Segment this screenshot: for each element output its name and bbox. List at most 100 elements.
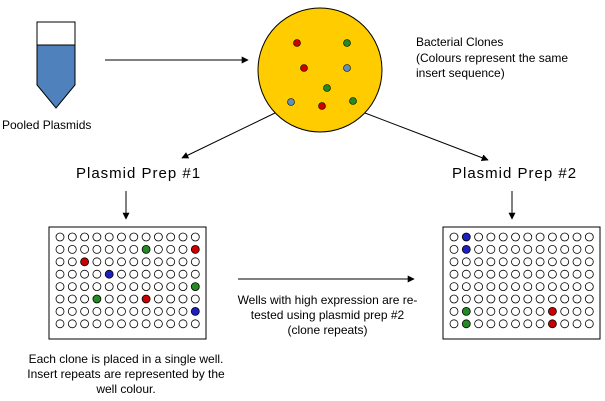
empty-well — [548, 232, 557, 242]
empty-well — [474, 257, 484, 267]
empty-well — [166, 282, 176, 292]
empty-well — [117, 319, 126, 329]
retest-line2: tested using plasmid prep #2 — [250, 308, 405, 322]
empty-well — [511, 294, 520, 304]
empty-well — [560, 319, 570, 329]
empty-well — [572, 269, 582, 279]
empty-well — [55, 294, 65, 304]
empty-well — [511, 319, 520, 329]
empty-well — [486, 282, 496, 292]
retest-line1: Wells with high expression are re- — [237, 293, 418, 307]
colony-dot — [349, 97, 357, 105]
empty-well — [560, 282, 570, 292]
empty-well — [67, 319, 77, 329]
colony-dot — [300, 64, 308, 72]
empty-well — [166, 257, 176, 267]
empty-well — [449, 282, 459, 292]
empty-well — [117, 282, 126, 292]
empty-well — [572, 244, 582, 254]
empty-well — [153, 257, 163, 267]
empty-well — [55, 282, 65, 292]
empty-well — [474, 244, 484, 254]
clones-title: Bacterial Clones — [416, 35, 504, 49]
empty-well — [178, 294, 188, 304]
empty-well — [560, 257, 570, 267]
arrow-dish-to-prep2 — [364, 112, 489, 162]
empty-well — [535, 282, 545, 292]
empty-well — [104, 319, 114, 329]
prep1-label: Plasmid Prep #1 — [76, 165, 202, 182]
empty-well — [535, 257, 545, 267]
empty-well — [153, 232, 163, 242]
empty-well — [104, 294, 114, 304]
empty-well — [548, 244, 557, 254]
empty-well — [535, 294, 545, 304]
empty-well — [129, 294, 139, 304]
filled-well — [92, 294, 102, 304]
empty-well — [511, 282, 520, 292]
note-line2: Insert repeats are represented by the — [27, 367, 225, 381]
filled-well — [141, 244, 151, 254]
empty-well — [153, 244, 163, 254]
empty-well — [178, 232, 188, 242]
empty-well — [584, 269, 594, 279]
colony-dot — [318, 102, 326, 110]
empty-well — [67, 257, 77, 267]
empty-well — [166, 269, 176, 279]
filled-well — [190, 244, 200, 254]
empty-well — [486, 257, 496, 267]
empty-well — [511, 257, 520, 267]
empty-well — [80, 319, 89, 329]
arrow-dish-to-prep1 — [181, 112, 276, 159]
empty-well — [67, 282, 77, 292]
prep2-label: Plasmid Prep #2 — [452, 165, 578, 182]
empty-well — [166, 294, 176, 304]
colony-dot — [293, 39, 301, 47]
empty-well — [523, 232, 533, 242]
empty-well — [129, 282, 139, 292]
empty-well — [461, 257, 471, 267]
empty-well — [560, 244, 570, 254]
empty-well — [80, 294, 89, 304]
filled-well — [461, 244, 471, 254]
petri-dish — [257, 7, 383, 133]
empty-well — [486, 232, 496, 242]
tube-liquid — [37, 45, 75, 108]
empty-well — [572, 294, 582, 304]
empty-well — [178, 257, 188, 267]
empty-well — [498, 232, 508, 242]
empty-well — [80, 306, 89, 316]
empty-well — [141, 269, 151, 279]
empty-well — [92, 269, 102, 279]
empty-well — [511, 306, 520, 316]
empty-well — [153, 294, 163, 304]
empty-well — [104, 232, 114, 242]
empty-well — [584, 282, 594, 292]
empty-well — [104, 244, 114, 254]
empty-well — [141, 319, 151, 329]
empty-well — [474, 306, 484, 316]
empty-well — [498, 282, 508, 292]
well-plate-1 — [48, 226, 207, 340]
tube-label: Pooled Plasmids — [2, 118, 92, 132]
empty-well — [141, 257, 151, 267]
empty-well — [535, 269, 545, 279]
empty-well — [449, 319, 459, 329]
empty-well — [178, 269, 188, 279]
empty-well — [67, 269, 77, 279]
empty-well — [166, 306, 176, 316]
empty-well — [572, 282, 582, 292]
note-line3: well colour. — [96, 382, 156, 396]
empty-well — [560, 294, 570, 304]
empty-well — [584, 257, 594, 267]
empty-well — [166, 244, 176, 254]
empty-well — [67, 294, 77, 304]
filled-well — [461, 319, 471, 329]
empty-well — [104, 257, 114, 267]
empty-well — [498, 319, 508, 329]
empty-well — [498, 294, 508, 304]
empty-well — [129, 306, 139, 316]
empty-well — [461, 282, 471, 292]
empty-well — [498, 257, 508, 267]
